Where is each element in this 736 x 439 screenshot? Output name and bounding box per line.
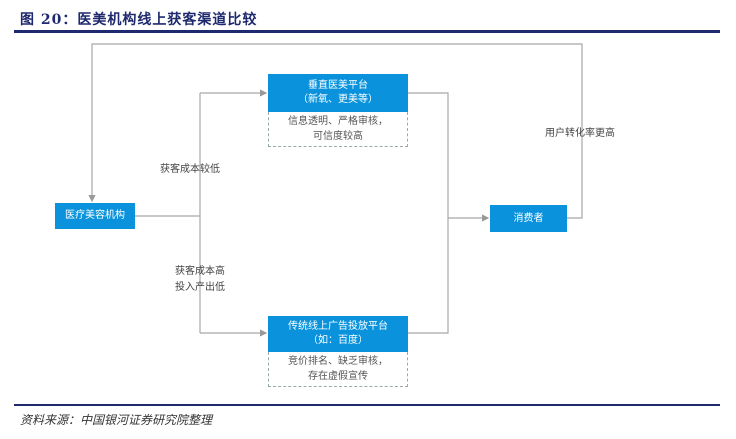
consumer-node: 消费者 [490, 205, 567, 232]
note-line: 信息透明、严格审核， [288, 116, 388, 127]
low-cost-label: 获客成本较低 [160, 164, 220, 175]
footer-divider [14, 404, 720, 406]
traditional-platform-note: 竞价排名、缺乏审核， 存在虚假宣传 [268, 352, 408, 387]
vertical-platform-node: 垂直医美平台 （新氧、更美等） [268, 74, 408, 112]
figure-title: 图 20：医美机构线上获客渠道比较 [20, 12, 258, 28]
note-line: 竞价排名、缺乏审核， [288, 356, 388, 367]
traditional-platform-node: 传统线上广告投放平台 （如：百度） [268, 316, 408, 352]
institution-node: 医疗美容机构 [55, 203, 135, 229]
conversion-label: 用户转化率更高 [545, 128, 615, 139]
source-note: 资料来源：中国银河证券研究院整理 [20, 413, 213, 427]
vertical-platform-examples: （新氧、更美等） [298, 94, 378, 105]
vertical-platform-name: 垂直医美平台 [308, 80, 368, 91]
conversion-loop-arrow [88, 43, 583, 219]
label-line: 投入产出低 [175, 282, 225, 293]
label-line: 获客成本高 [175, 266, 225, 277]
vertical-platform-note: 信息透明、严格审核， 可信度较高 [268, 112, 408, 147]
traditional-platform-examples: （如：百度） [308, 335, 368, 346]
note-line: 存在虚假宣传 [308, 371, 368, 382]
title-divider [14, 30, 720, 33]
traditional-platform-name: 传统线上广告投放平台 [288, 321, 388, 332]
high-cost-label: 获客成本高 投入产出低 [165, 264, 235, 296]
note-line: 可信度较高 [313, 131, 363, 142]
